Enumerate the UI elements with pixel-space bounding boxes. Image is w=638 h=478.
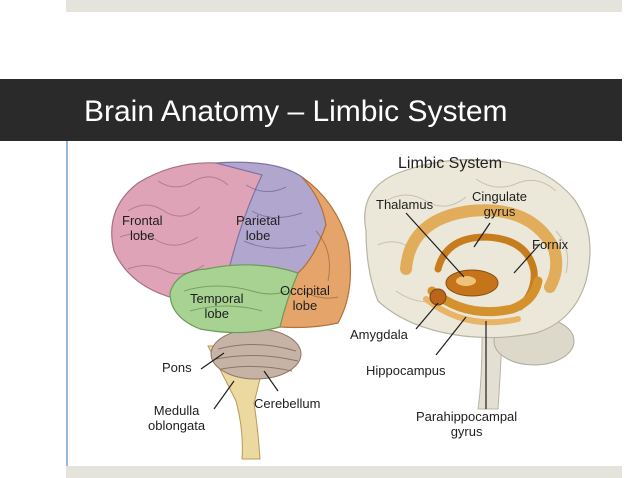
hippocampus-label: Hippocampus bbox=[366, 363, 446, 378]
cerebellum-label: Cerebellum bbox=[254, 396, 321, 411]
hippocampus-leader bbox=[435, 316, 467, 356]
fornix-leader bbox=[513, 243, 541, 274]
temporal-lobe-label: Temporal lobe bbox=[190, 291, 244, 321]
hippocampus-shape bbox=[427, 276, 543, 317]
cingulate-gyrus-label: Cingulate gyrus bbox=[472, 189, 527, 219]
top-decor-strip bbox=[66, 0, 622, 12]
brain-illustration bbox=[66, 141, 591, 466]
fornix-label: Fornix bbox=[532, 237, 569, 252]
occipital-lobe-shape bbox=[279, 176, 352, 329]
frontal-lobe-label: Frontal lobe bbox=[122, 213, 163, 243]
parahippocampal-gyrus-label: Parahippocampal gyrus bbox=[416, 409, 518, 439]
parahippocampal-shape bbox=[423, 296, 521, 326]
cerebellum-shape bbox=[210, 328, 302, 380]
left-brain bbox=[111, 161, 352, 460]
pons-label: Pons bbox=[162, 360, 192, 375]
cingulate-leader bbox=[473, 222, 491, 248]
amygdala-leader bbox=[415, 302, 439, 330]
slide-title: Brain Anatomy – Limbic System bbox=[84, 95, 508, 128]
thalamus-label: Thalamus bbox=[376, 197, 434, 212]
pons-leader bbox=[200, 352, 225, 370]
temporal-lobe-shape bbox=[169, 264, 299, 334]
title-band: Brain Anatomy – Limbic System bbox=[0, 79, 622, 141]
amygdala-label: Amygdala bbox=[350, 327, 408, 342]
right-brain bbox=[364, 158, 591, 410]
amygdala-shape bbox=[429, 288, 447, 306]
medulla-label: Medulla oblongata bbox=[148, 403, 206, 433]
limbic-system-title: Limbic System bbox=[398, 155, 503, 172]
parietal-lobe-label: Parietal lobe bbox=[236, 213, 281, 243]
thalamus-leader bbox=[405, 212, 465, 278]
brain-figure: Frontal lobe Parietal lobe Temporal lobe… bbox=[66, 141, 622, 466]
bottom-decor-strip bbox=[66, 466, 622, 478]
occipital-lobe-label: Occipital lobe bbox=[280, 283, 330, 313]
cingulate-gyrus-shape bbox=[400, 204, 563, 293]
cerebellum-leader bbox=[263, 370, 279, 392]
medulla-leader bbox=[213, 380, 235, 410]
